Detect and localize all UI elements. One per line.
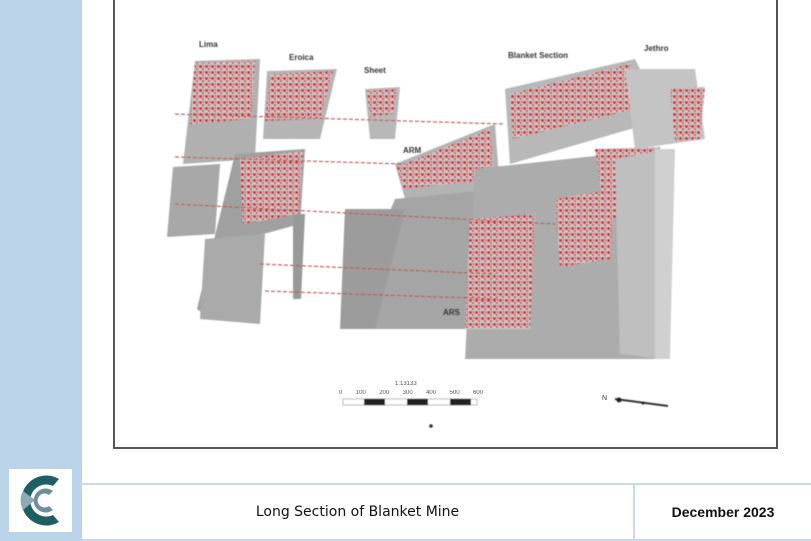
- report-date: December 2023: [671, 504, 775, 520]
- scale-tick: 0: [339, 390, 343, 396]
- scale-tick: 300: [402, 390, 413, 396]
- long-section-figure: Lima Eroica Sheet Blanket Section Jethro…: [113, 0, 778, 449]
- scale-tick: 500: [449, 390, 460, 396]
- figure-caption: Long Section of Blanket Mine: [82, 485, 635, 539]
- label-sheet: Sheet: [364, 66, 386, 75]
- label-blanket-section: Blanket Section: [508, 51, 569, 60]
- label-lima: Lima: [199, 40, 218, 49]
- label-jethro: Jethro: [644, 44, 669, 53]
- page-footer: Long Section of Blanket Mine December 20…: [82, 483, 811, 541]
- company-logo: [9, 469, 72, 532]
- sidebar-band: [0, 0, 82, 541]
- scale-tick: 100: [355, 390, 366, 396]
- label-eroica: Eroica: [289, 53, 314, 62]
- north-arrow-label: N: [602, 395, 608, 402]
- label-ars: ARS: [443, 308, 460, 317]
- long-section-diagram: [167, 59, 705, 428]
- scale-tick: 600: [472, 390, 483, 396]
- scale-tick: 400: [426, 390, 437, 396]
- scale-ticks: 0 100 200 300 400 500 600: [339, 390, 483, 396]
- label-arm: ARM: [403, 146, 422, 155]
- scale-tick: 200: [379, 390, 390, 396]
- scale-ratio: 1:13133: [395, 381, 417, 387]
- logo-c-icon: [20, 475, 59, 526]
